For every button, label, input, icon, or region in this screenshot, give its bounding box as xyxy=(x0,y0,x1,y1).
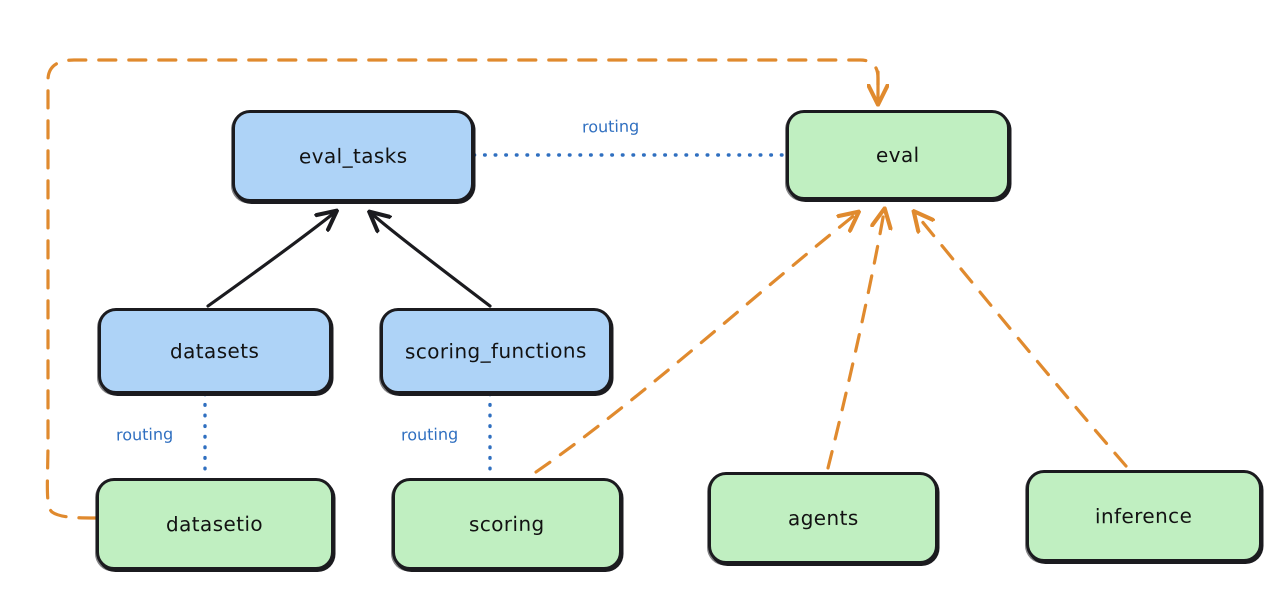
node-agents-label: agents xyxy=(787,505,859,531)
node-eval-tasks[interactable]: eval_tasks xyxy=(232,110,474,202)
node-scoring[interactable]: scoring xyxy=(392,478,622,570)
edge-scoring-functions-to-eval-tasks xyxy=(372,214,492,308)
edge-label-routing-eval-tasks-eval: routing xyxy=(578,116,643,137)
node-datasets[interactable]: datasets xyxy=(98,308,332,394)
edge-inference-to-eval xyxy=(916,214,1128,468)
edge-label-routing-scoring-functions-scoring: routing xyxy=(397,424,462,445)
node-eval-label: eval xyxy=(876,142,920,168)
node-agents[interactable]: agents xyxy=(708,472,938,564)
edge-agents-to-eval xyxy=(826,212,884,470)
node-scoring-label: scoring xyxy=(469,511,545,537)
node-scoring-functions[interactable]: scoring_functions xyxy=(380,308,612,394)
node-datasetio-label: datasetio xyxy=(166,511,264,537)
node-scoring-functions-label: scoring_functions xyxy=(405,338,587,364)
edge-datasets-to-eval-tasks xyxy=(206,213,334,308)
node-datasets-label: datasets xyxy=(170,338,260,364)
node-eval[interactable]: eval xyxy=(786,110,1010,200)
node-inference[interactable]: inference xyxy=(1026,470,1262,562)
node-eval-tasks-label: eval_tasks xyxy=(298,143,408,169)
node-inference-label: inference xyxy=(1095,503,1193,529)
node-datasetio[interactable]: datasetio xyxy=(96,478,334,570)
edge-label-routing-datasets-datasetio: routing xyxy=(112,424,177,445)
